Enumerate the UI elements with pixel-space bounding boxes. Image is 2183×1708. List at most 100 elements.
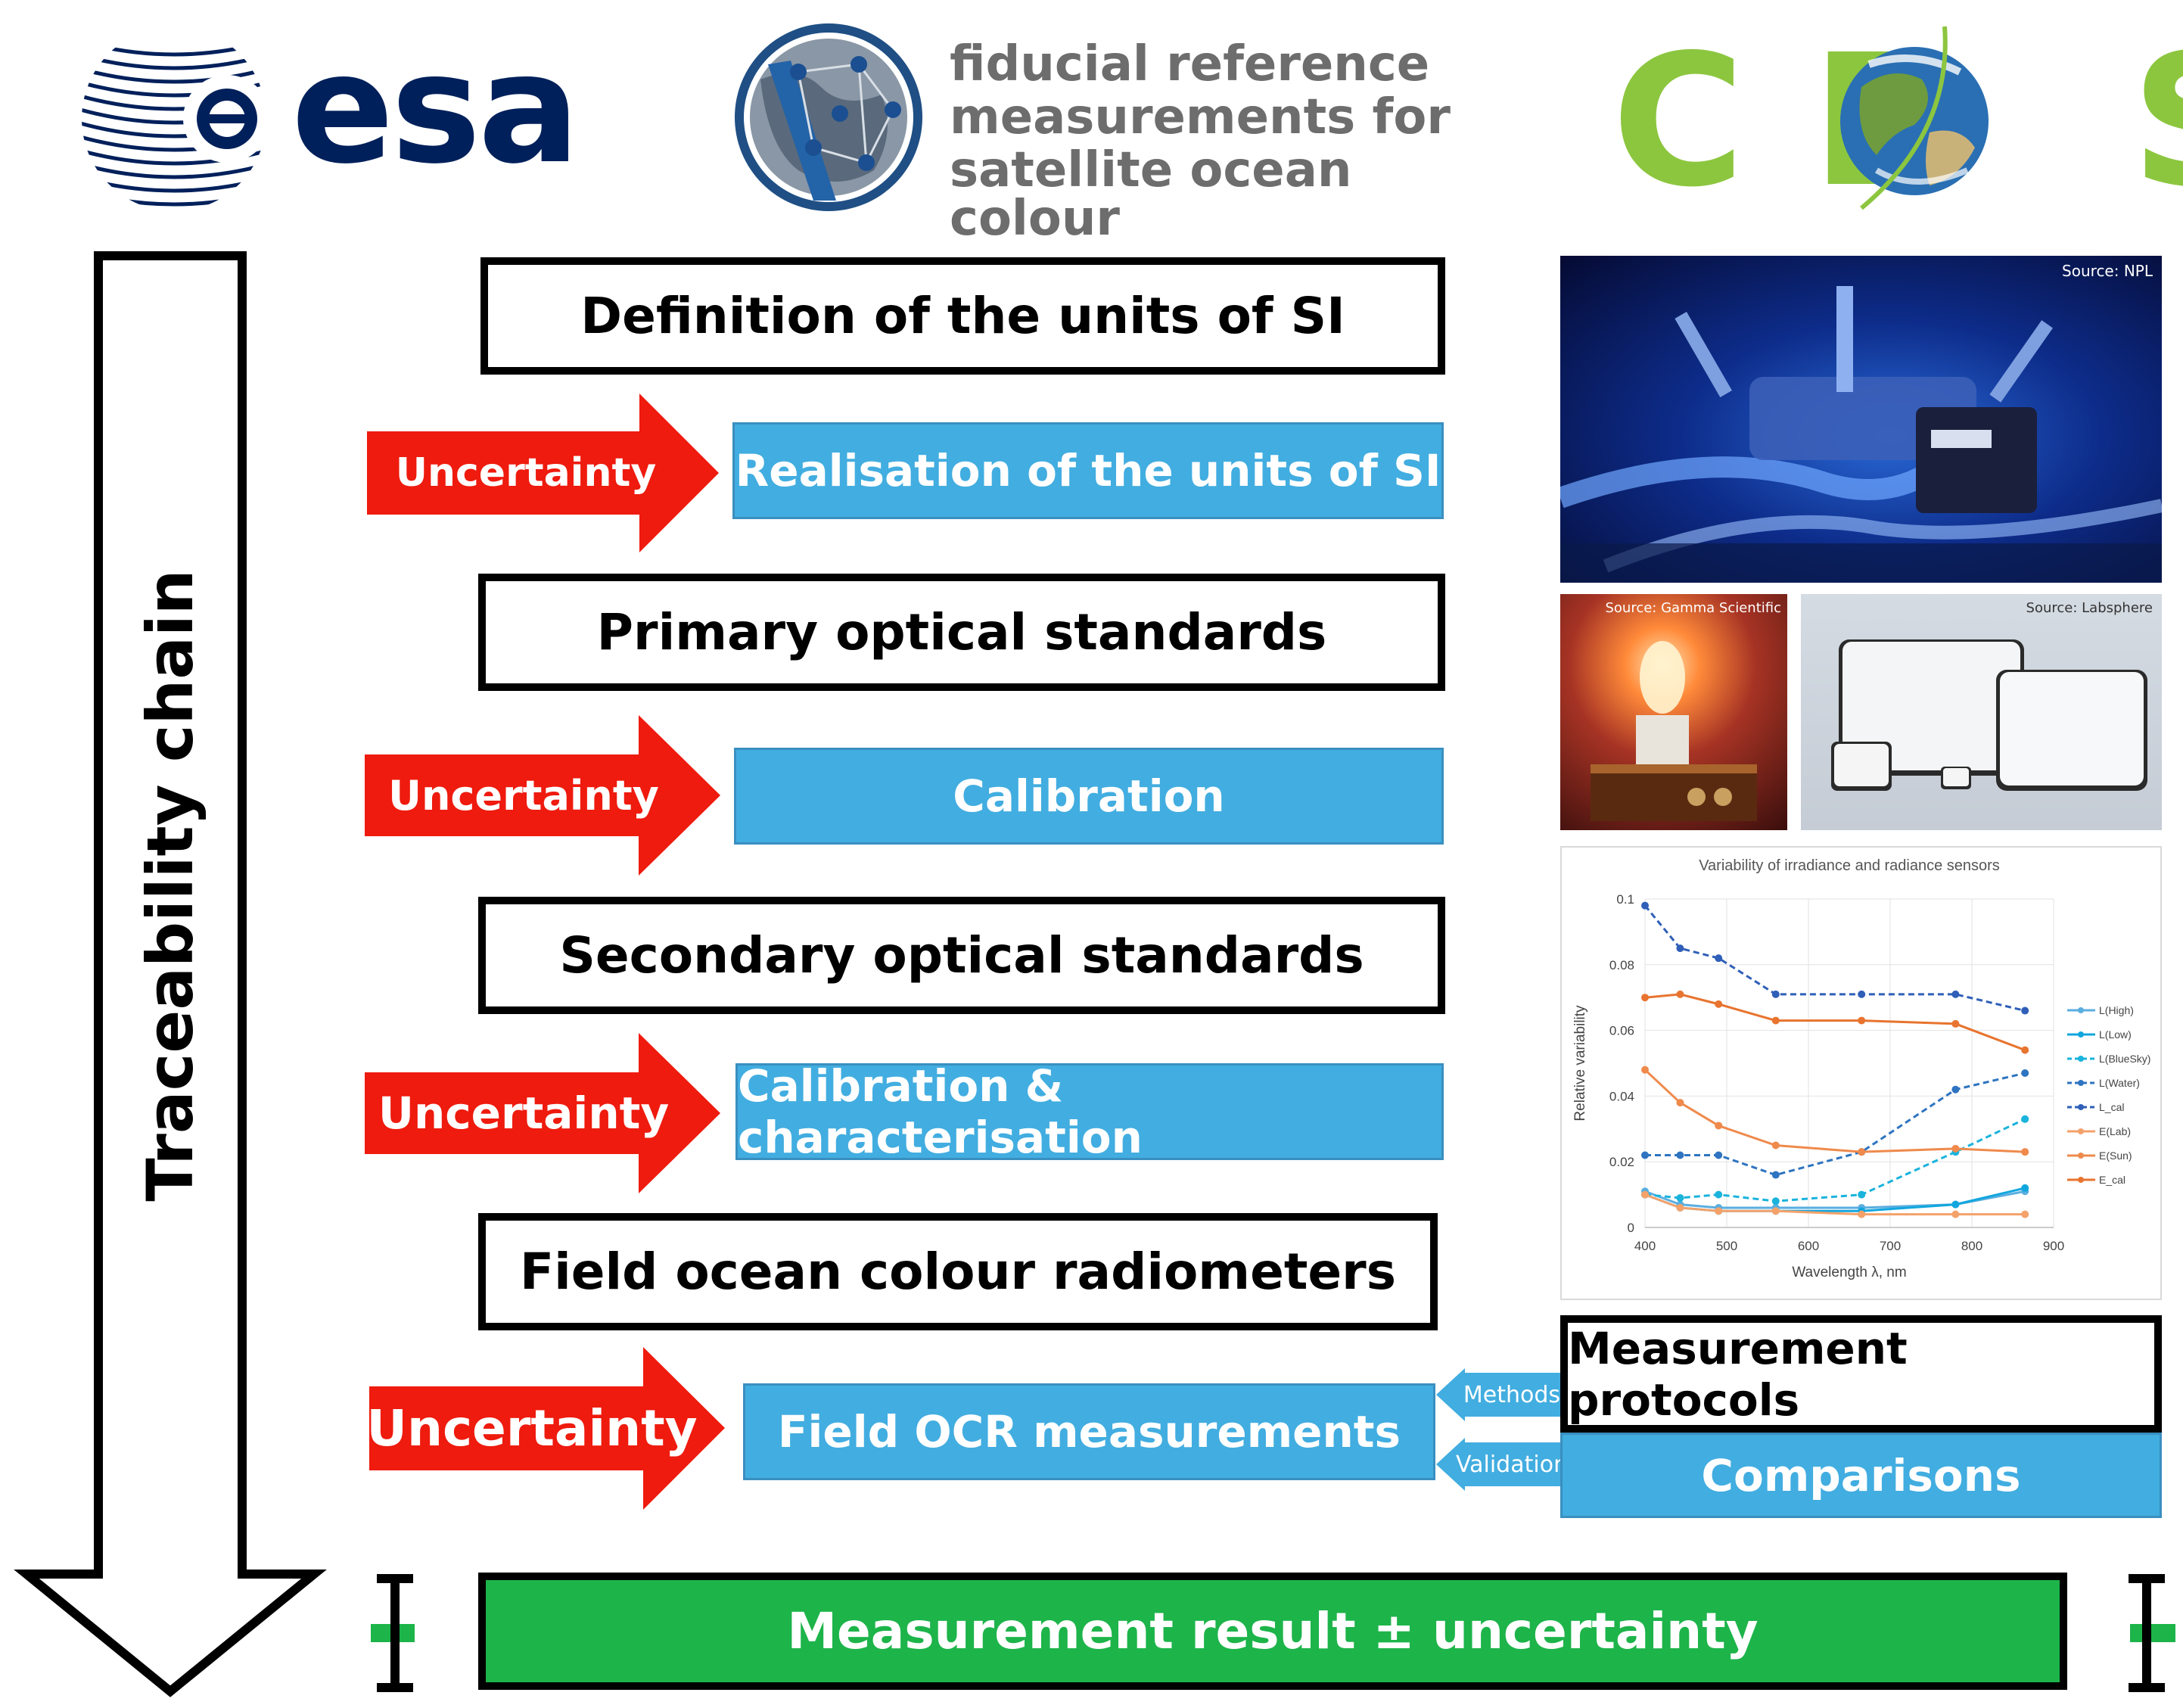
frm-logo: fiducial reference measurements for sate… [730, 19, 1487, 243]
variability-chart: Variability of irradiance and radiance s… [1560, 846, 2162, 1300]
legend-entry: L(Water) [2099, 1077, 2140, 1089]
data-point [1676, 1099, 1684, 1107]
chart-title: Variability of irradiance and radiance s… [1699, 857, 2000, 874]
data-point [1715, 954, 1723, 963]
x-tick-label: 600 [1798, 1239, 1819, 1253]
data-point [1771, 1197, 1780, 1206]
legend-entry: E(Lab) [2099, 1125, 2131, 1137]
data-point [1641, 1190, 1649, 1199]
y-tick-label: 0.06 [1609, 1024, 1634, 1038]
y-axis-label: Relative variability [1572, 1005, 1588, 1122]
legend-marker [2078, 1104, 2084, 1110]
data-point [1858, 1190, 1866, 1199]
series-line [1644, 1118, 2026, 1202]
data-point [1771, 990, 1780, 998]
uncertainty-arrow-2: Uncertainty [365, 715, 720, 876]
uncertainty-label-2: Uncertainty [388, 771, 659, 820]
data-point [1771, 1207, 1780, 1215]
x-tick-label: 500 [1716, 1239, 1737, 1253]
legend-entry: E(Sun) [2099, 1150, 2132, 1162]
si-realisation-box: Realisation of the units of SI [732, 422, 1444, 519]
earth-globe-icon [1840, 26, 1989, 210]
result-box: Measurement result ± uncertainty [478, 1573, 2067, 1690]
field-ocr-label: Field OCR measurements [777, 1406, 1401, 1458]
y-tick-label: 0.02 [1609, 1155, 1634, 1169]
methods-label: Methods [1463, 1381, 1561, 1408]
si-definition-label: Definition of the units of SI [580, 287, 1345, 345]
data-point [1951, 1019, 1960, 1028]
data-point [1676, 990, 1684, 998]
comparisons-box: Comparisons [1560, 1433, 2162, 1518]
frm-logo-line-1: fiducial reference [950, 36, 1430, 92]
legend-entry: E_cal [2099, 1174, 2125, 1186]
series-line [1643, 1069, 2026, 1153]
series-line [1645, 1072, 2026, 1177]
data-point [1858, 1016, 1866, 1025]
validation-arrow: Validation [1436, 1438, 1569, 1491]
si-definition-box: Definition of the units of SI [480, 257, 1445, 375]
gamma-lamp-photo: Source: Gamma Scientific [1560, 594, 1787, 830]
data-point [1715, 1207, 1723, 1215]
data-point [1641, 1066, 1649, 1074]
legend-marker [2078, 1056, 2084, 1062]
protocols-box: Measurement protocols [1560, 1315, 2162, 1433]
legend-marker [2078, 1177, 2084, 1183]
primary-standards-label: Primary optical standards [596, 603, 1327, 661]
data-point [1951, 990, 1960, 998]
uncertainty-arrow-1: Uncertainty [367, 394, 719, 552]
frm-logo-line-3: satellite ocean colour [950, 142, 1352, 247]
data-point [1771, 1141, 1780, 1150]
data-point [1951, 1085, 1960, 1094]
ceos-logo: C E S [1612, 15, 2183, 227]
traceability-chain-label: Traceability chain [133, 569, 207, 1202]
data-point [2021, 1046, 2029, 1054]
esa-logo-text: esa [291, 21, 580, 198]
legend-marker [2078, 1007, 2084, 1013]
validation-label: Validation [1455, 1451, 1569, 1478]
comparisons-label: Comparisons [1701, 1449, 2021, 1501]
y-tick-label: 0.1 [1616, 892, 1634, 907]
data-point [1858, 1210, 1866, 1218]
data-point [1858, 1148, 1866, 1156]
data-point [1641, 901, 1649, 910]
legend-marker [2078, 1128, 2084, 1134]
labsphere-source-label: Source: Labsphere [2026, 600, 2153, 616]
calibration-label: Calibration [953, 770, 1225, 822]
npl-source-label: Source: NPL [2062, 262, 2153, 280]
secondary-standards-label: Secondary optical standards [559, 926, 1364, 985]
uncertainty-label-1: Uncertainty [395, 450, 657, 496]
series-line [1644, 1190, 2026, 1209]
x-axis-label: Wavelength λ, nm [1792, 1265, 1906, 1280]
data-point [1715, 1151, 1723, 1159]
legend-entry: L(BlueSky) [2099, 1053, 2150, 1065]
si-realisation-label: Realisation of the units of SI [735, 445, 1441, 496]
legend-entry: L_cal [2099, 1101, 2124, 1113]
esa-swirl-icon [82, 33, 271, 207]
data-point [2021, 1210, 2029, 1218]
data-point [1641, 994, 1649, 1002]
data-point [1771, 1016, 1780, 1025]
data-point [1951, 1144, 1960, 1153]
characterisation-label: Calibration & characterisation [738, 1060, 1143, 1163]
data-point [1715, 1190, 1723, 1199]
esa-logo: esa [76, 19, 590, 219]
series-line [1643, 904, 2026, 1013]
data-point [2021, 1069, 2029, 1078]
characterisation-box: Calibration & characterisation [735, 1060, 1444, 1163]
data-point [1951, 1200, 1960, 1209]
data-point [2021, 1006, 2029, 1015]
data-point [1676, 1203, 1684, 1212]
y-tick-label: 0 [1628, 1221, 1634, 1235]
data-point [1858, 990, 1866, 998]
secondary-standards-box: Secondary optical standards [478, 897, 1445, 1014]
legend-marker [2078, 1153, 2084, 1159]
field-radiometers-label: Field ocean colour radiometers [520, 1243, 1396, 1301]
data-point [1715, 1122, 1723, 1130]
series-line [1644, 993, 2026, 1052]
uncertainty-label-4: Uncertainty [366, 1399, 698, 1458]
field-ocr-box: Field OCR measurements [743, 1383, 1435, 1480]
data-point [2021, 1184, 2029, 1192]
gamma-source-label: Source: Gamma Scientific [1605, 600, 1781, 616]
traceability-arrow [0, 250, 333, 1703]
data-point [2021, 1148, 2029, 1156]
